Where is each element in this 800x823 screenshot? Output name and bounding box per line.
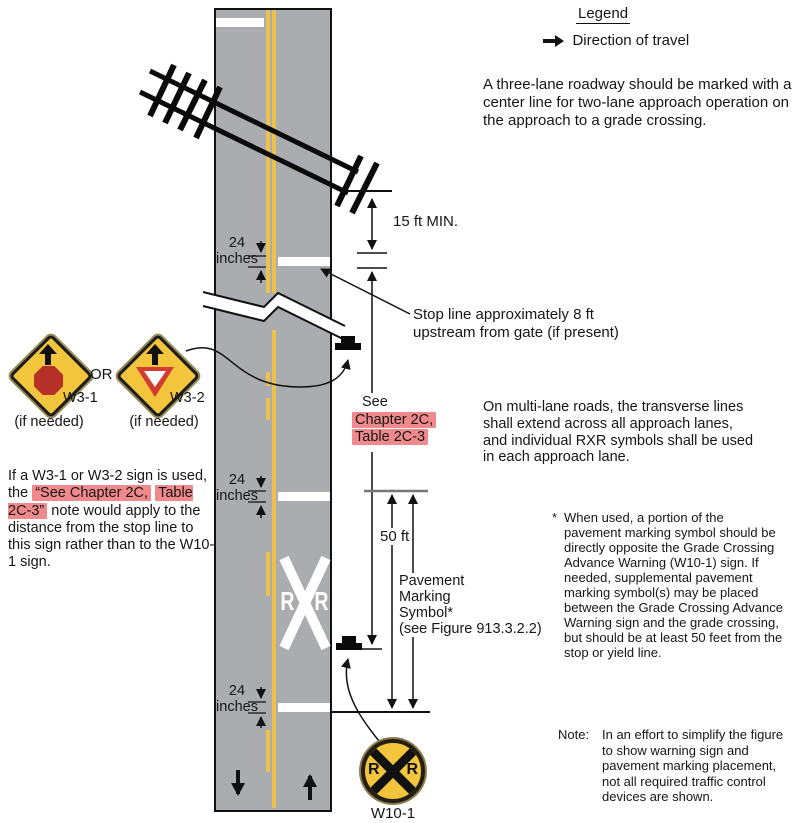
w3-note-highlight-1: “See Chapter 2C, bbox=[32, 485, 152, 502]
asterisk-note-text: When used, a portion of the pavement mar… bbox=[564, 510, 783, 660]
dimension-stopline-to-sign bbox=[361, 271, 382, 650]
legend-direction-row: Direction of travel bbox=[543, 32, 689, 52]
simplify-note-text: In an effort to simplify the figure to s… bbox=[602, 727, 784, 804]
w3-note-paragraph: If a W3-1 or W3-2 sign is used, the “See… bbox=[8, 468, 216, 572]
rxr-letter-right: R bbox=[314, 586, 329, 616]
multi-lane-note: On multi-lane roads, the transverse line… bbox=[483, 399, 754, 466]
rxr-letter-left: R bbox=[280, 586, 295, 616]
sign-post-symbol-upper bbox=[335, 336, 361, 350]
center-line-yellow-left bbox=[265, 10, 270, 293]
simplify-note: Note: In an effort to simplify the figur… bbox=[558, 727, 783, 805]
asterisk-marker: * bbox=[552, 510, 558, 525]
up-arrow-icon bbox=[146, 344, 164, 354]
sign-post-symbol-lower bbox=[336, 636, 362, 650]
stop-line-2 bbox=[277, 492, 330, 501]
see-word: See bbox=[362, 394, 388, 410]
or-label: OR bbox=[90, 366, 113, 383]
up-arrow-shaft bbox=[152, 354, 158, 365]
lane-line-dash bbox=[265, 552, 270, 596]
w3-note-pre: If a W3-1 or W3-2 sign is used, the bbox=[8, 468, 208, 502]
w10-1-letter-right: R bbox=[406, 761, 418, 778]
direction-of-travel-icon bbox=[543, 35, 564, 47]
dim-label-50ft: 50 ft bbox=[377, 528, 413, 545]
dimension-15ft bbox=[340, 190, 392, 269]
see-table-highlight: Table 2C-3 bbox=[352, 429, 429, 445]
dim-label-15ft: 15 ft MIN. bbox=[393, 213, 459, 230]
stop-octagon-icon bbox=[34, 366, 63, 395]
asterisk-note: * When used, a portion of the pavement m… bbox=[552, 510, 800, 660]
w10-1-leader bbox=[341, 658, 380, 742]
w3-1-note: (if needed) bbox=[14, 414, 84, 430]
center-line-yellow-right bbox=[271, 10, 276, 293]
dim-label-24in-1: 24 inches bbox=[216, 235, 258, 267]
stop-line-callout: Stop line approximately 8 ft upstream fr… bbox=[413, 306, 619, 341]
w3-2-sign bbox=[115, 333, 201, 419]
note-label: Note: bbox=[558, 727, 590, 742]
stop-line-3 bbox=[277, 703, 330, 712]
w3-2-code: W3-2 bbox=[170, 390, 205, 406]
w3-1-sign bbox=[8, 333, 94, 419]
up-arrow-shaft bbox=[45, 354, 51, 365]
see-chapter-highlight: Chapter 2C, bbox=[352, 411, 437, 428]
legend-title: Legend bbox=[576, 5, 631, 24]
legend-direction-label: Direction of travel bbox=[572, 32, 690, 49]
w10-1-letter-left: R bbox=[368, 761, 380, 778]
dim-label-24in-2: 24 inches bbox=[216, 472, 258, 504]
w10-1-sign: R R bbox=[361, 739, 425, 803]
w3-1-code: W3-1 bbox=[63, 390, 98, 406]
stop-line-1 bbox=[277, 257, 330, 266]
transverse-line-far-side bbox=[216, 18, 264, 27]
pavement-symbol-label: Pavement Marking Symbol* (see Figure 913… bbox=[399, 573, 544, 637]
three-lane-note: A three-lane roadway should be marked wi… bbox=[483, 76, 792, 129]
dim-label-24in-3: 24 inches bbox=[216, 683, 258, 715]
w3-2-note: (if needed) bbox=[129, 414, 199, 430]
w10-1-code: W10-1 bbox=[370, 805, 416, 822]
stop-line-leader bbox=[320, 268, 411, 315]
lane-line-dash bbox=[265, 372, 270, 386]
up-arrow-icon bbox=[39, 344, 57, 354]
lane-line-dash bbox=[265, 398, 270, 420]
center-line-solid bbox=[271, 330, 276, 808]
w3-note-post: note would apply to the distance from th… bbox=[8, 502, 215, 571]
see-chapter-note: See Chapter 2C, Table 2C-3 bbox=[352, 394, 437, 447]
lane-line-dash bbox=[265, 730, 270, 772]
